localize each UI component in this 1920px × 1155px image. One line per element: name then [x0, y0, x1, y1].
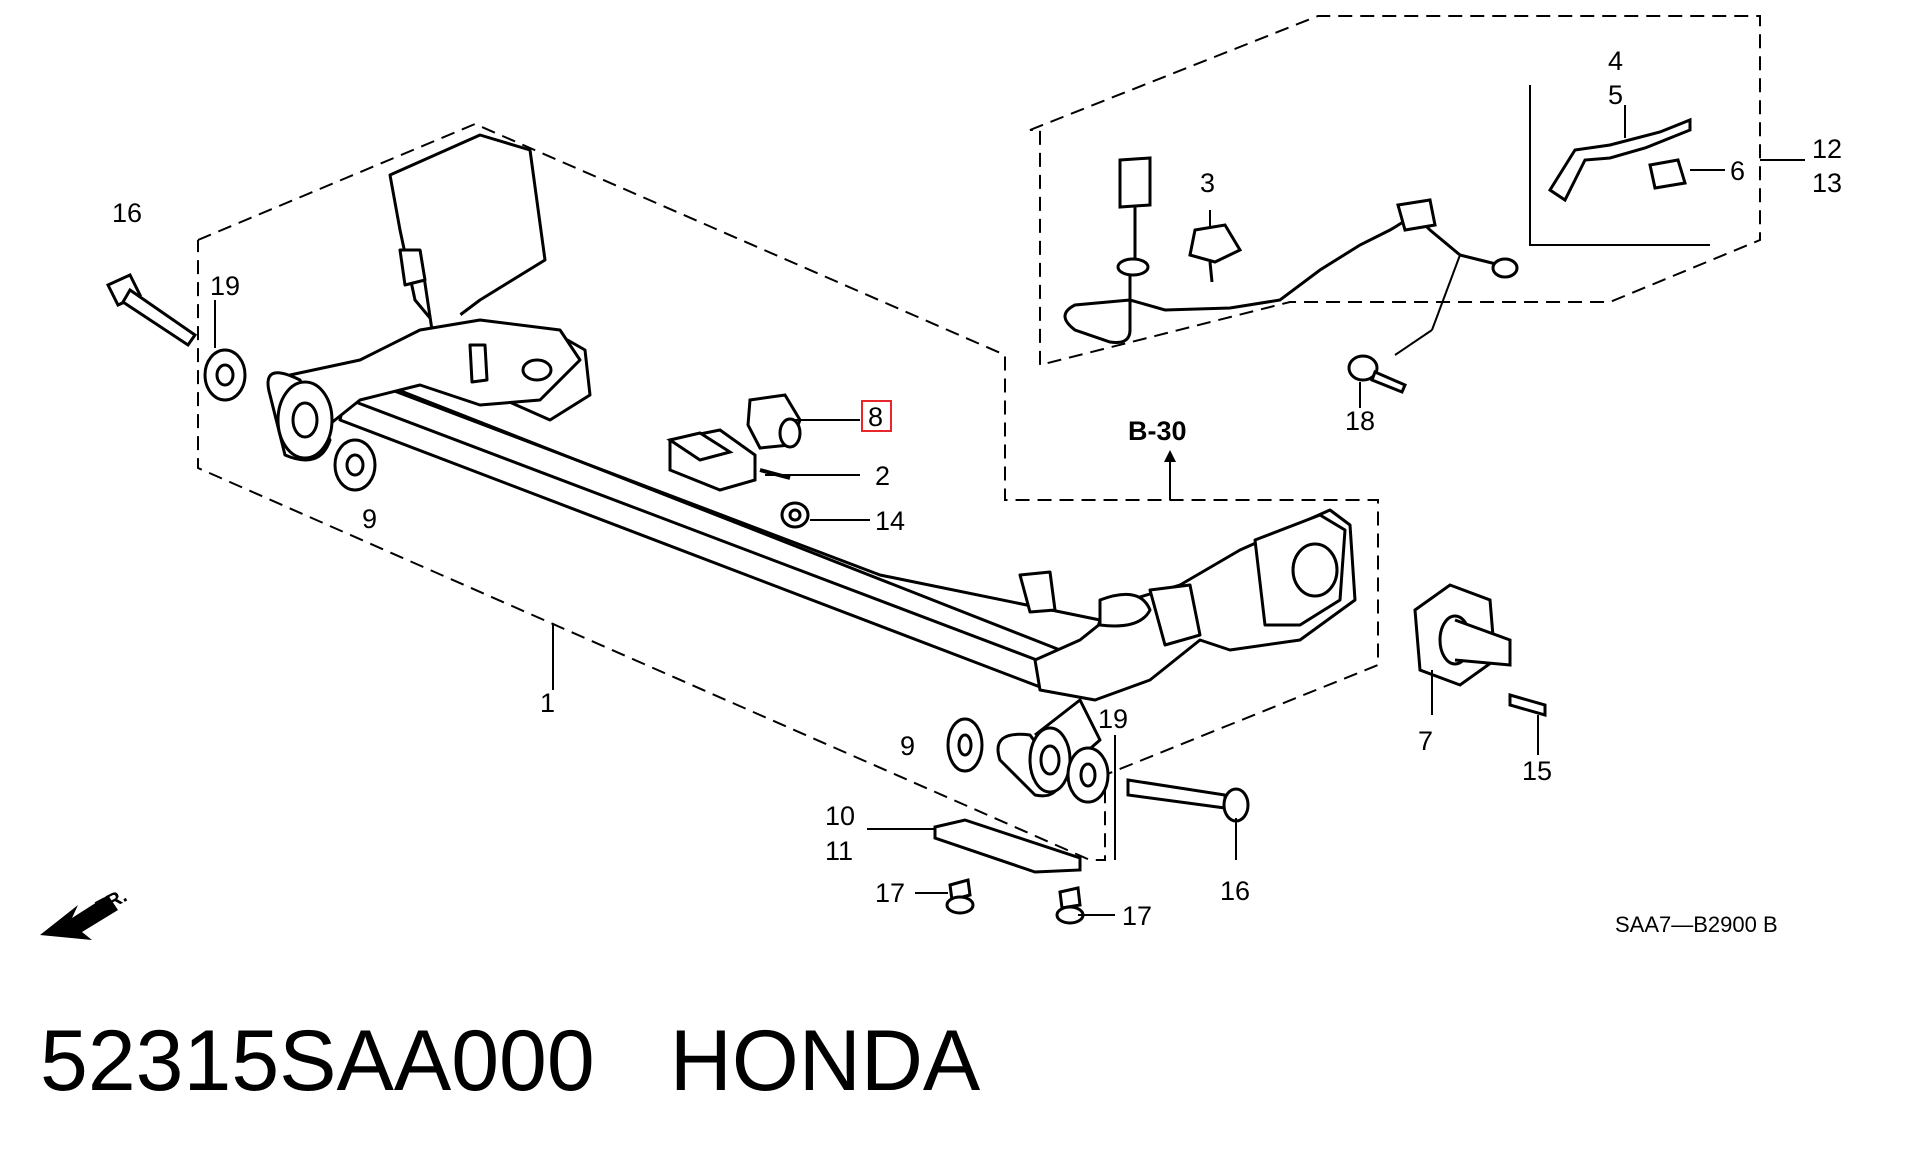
bolts-16	[105, 273, 1250, 823]
b30-arrowhead	[1164, 450, 1176, 462]
callout-17-left[interactable]: 17	[875, 878, 905, 908]
callout-9-right[interactable]: 9	[900, 731, 915, 761]
bracket-group-boundary	[1529, 85, 1710, 246]
callout-15[interactable]: 15	[1522, 756, 1552, 786]
brand-name: HONDA	[669, 1013, 981, 1109]
callout-9-left[interactable]: 9	[362, 504, 377, 534]
callout-6[interactable]: 6	[1730, 156, 1745, 186]
sensor-group-boundary	[1029, 15, 1761, 367]
plate-and-bolts	[933, 818, 1085, 925]
callout-4[interactable]: 4	[1608, 46, 1623, 76]
callout-1[interactable]: 1	[540, 688, 555, 718]
callout-16-right[interactable]: 16	[1220, 876, 1250, 906]
callout-19-right[interactable]: 19	[1098, 704, 1128, 734]
footer-caption: 52315SAA000 HONDA	[40, 1012, 980, 1111]
callout-3[interactable]: 3	[1200, 168, 1215, 198]
bracket-parts	[666, 393, 810, 529]
hub-spindle	[1413, 583, 1512, 687]
callout-7[interactable]: 7	[1418, 726, 1433, 756]
sensor-harness	[1063, 156, 1519, 344]
bolt-15	[1508, 693, 1547, 717]
callout-10[interactable]: 10	[825, 801, 855, 831]
callout-13[interactable]: 13	[1812, 168, 1842, 198]
callout-8-highlight	[861, 400, 892, 432]
callout-2[interactable]: 2	[875, 461, 890, 491]
callout-12[interactable]: 12	[1812, 134, 1842, 164]
callout-17-right[interactable]: 17	[1122, 901, 1152, 931]
callout-16-left[interactable]: 16	[112, 198, 142, 228]
front-arrow-icon: FR.	[40, 885, 131, 940]
part-number: 52315SAA000	[40, 1013, 595, 1109]
reference-b30[interactable]: B-30	[1128, 416, 1187, 446]
callout-18[interactable]: 18	[1345, 406, 1375, 436]
bolt-18	[1347, 354, 1407, 394]
leader-lines	[214, 105, 1725, 916]
callout-8[interactable]: 8	[868, 402, 883, 432]
callout-14[interactable]: 14	[875, 506, 905, 536]
callout-19-left[interactable]: 19	[210, 271, 240, 301]
callout-5[interactable]: 5	[1608, 80, 1623, 110]
callout-11[interactable]: 11	[825, 836, 853, 866]
washers	[203, 348, 1110, 804]
drawing-code: SAA7—B2900 B	[1615, 912, 1778, 937]
rear-axle-beam	[266, 133, 1357, 798]
axle-group-boundary	[197, 122, 1379, 861]
sensor-brackets	[1547, 117, 1692, 203]
